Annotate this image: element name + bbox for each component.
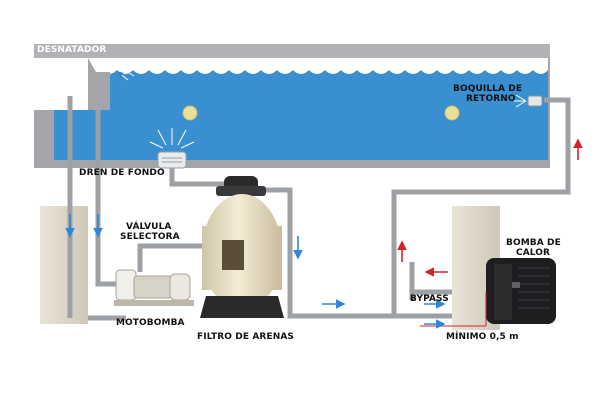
heat-pump-label-line2: CALOR xyxy=(516,248,551,258)
valve-label-line2: SELECTORA xyxy=(120,232,180,242)
skimmer-inflow-arrows xyxy=(117,69,135,81)
heat-pump-icon xyxy=(486,258,556,324)
main-drain-label: DREN DE FONDO xyxy=(79,168,165,178)
sand-filter-label: FILTRO DE ARENAS xyxy=(197,332,294,342)
pool-water xyxy=(54,58,548,160)
skimmer-basket xyxy=(34,58,88,110)
heat-pump-label-line1: BOMBA DE xyxy=(506,238,561,248)
return-nozzle-label-line2: RETORNO xyxy=(466,94,516,104)
flow-arrows xyxy=(65,138,583,329)
minimum-height-marker xyxy=(420,292,487,327)
valve-label-line1: VÁLVULA xyxy=(126,222,172,232)
pool-light-left xyxy=(182,105,198,121)
minimum-height-label: MÍNIMO 0,5 m xyxy=(446,332,519,342)
pump-icon xyxy=(114,269,194,306)
main-drain-icon xyxy=(149,128,195,169)
return-nozzle-icon xyxy=(514,94,543,108)
bypass-label: BYPASS xyxy=(410,294,449,304)
pool xyxy=(34,44,550,168)
skimmer-label: DESNATADOR xyxy=(37,45,107,55)
pool-light-right xyxy=(444,105,460,121)
return-nozzle-label-line1: BOQUILLA DE xyxy=(453,84,523,94)
sand-filter-icon xyxy=(200,176,284,318)
pump-label: MOTOBOMBA xyxy=(116,318,185,328)
